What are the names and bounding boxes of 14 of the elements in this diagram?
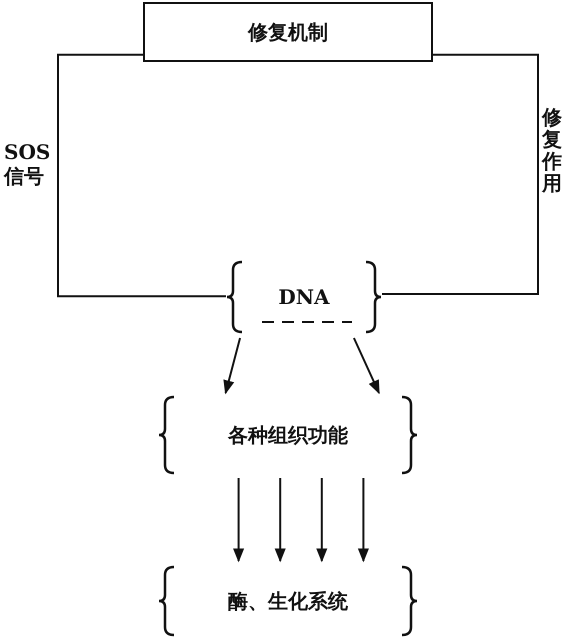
connector-line <box>382 54 539 296</box>
arrow <box>316 478 328 562</box>
arrow <box>233 478 244 562</box>
node-label: 酶、生化系统 <box>228 588 348 614</box>
arrow <box>223 338 241 394</box>
connector-line <box>57 54 226 298</box>
arrow <box>353 338 380 394</box>
node-label: DNA <box>278 285 330 309</box>
arrow <box>274 478 286 562</box>
arrow <box>358 478 369 562</box>
node-label: 修复机制 <box>248 18 328 46</box>
process-box <box>143 2 433 62</box>
node-label: 各种组织功能 <box>228 422 348 448</box>
edge-label: 修复作用 <box>542 106 562 194</box>
